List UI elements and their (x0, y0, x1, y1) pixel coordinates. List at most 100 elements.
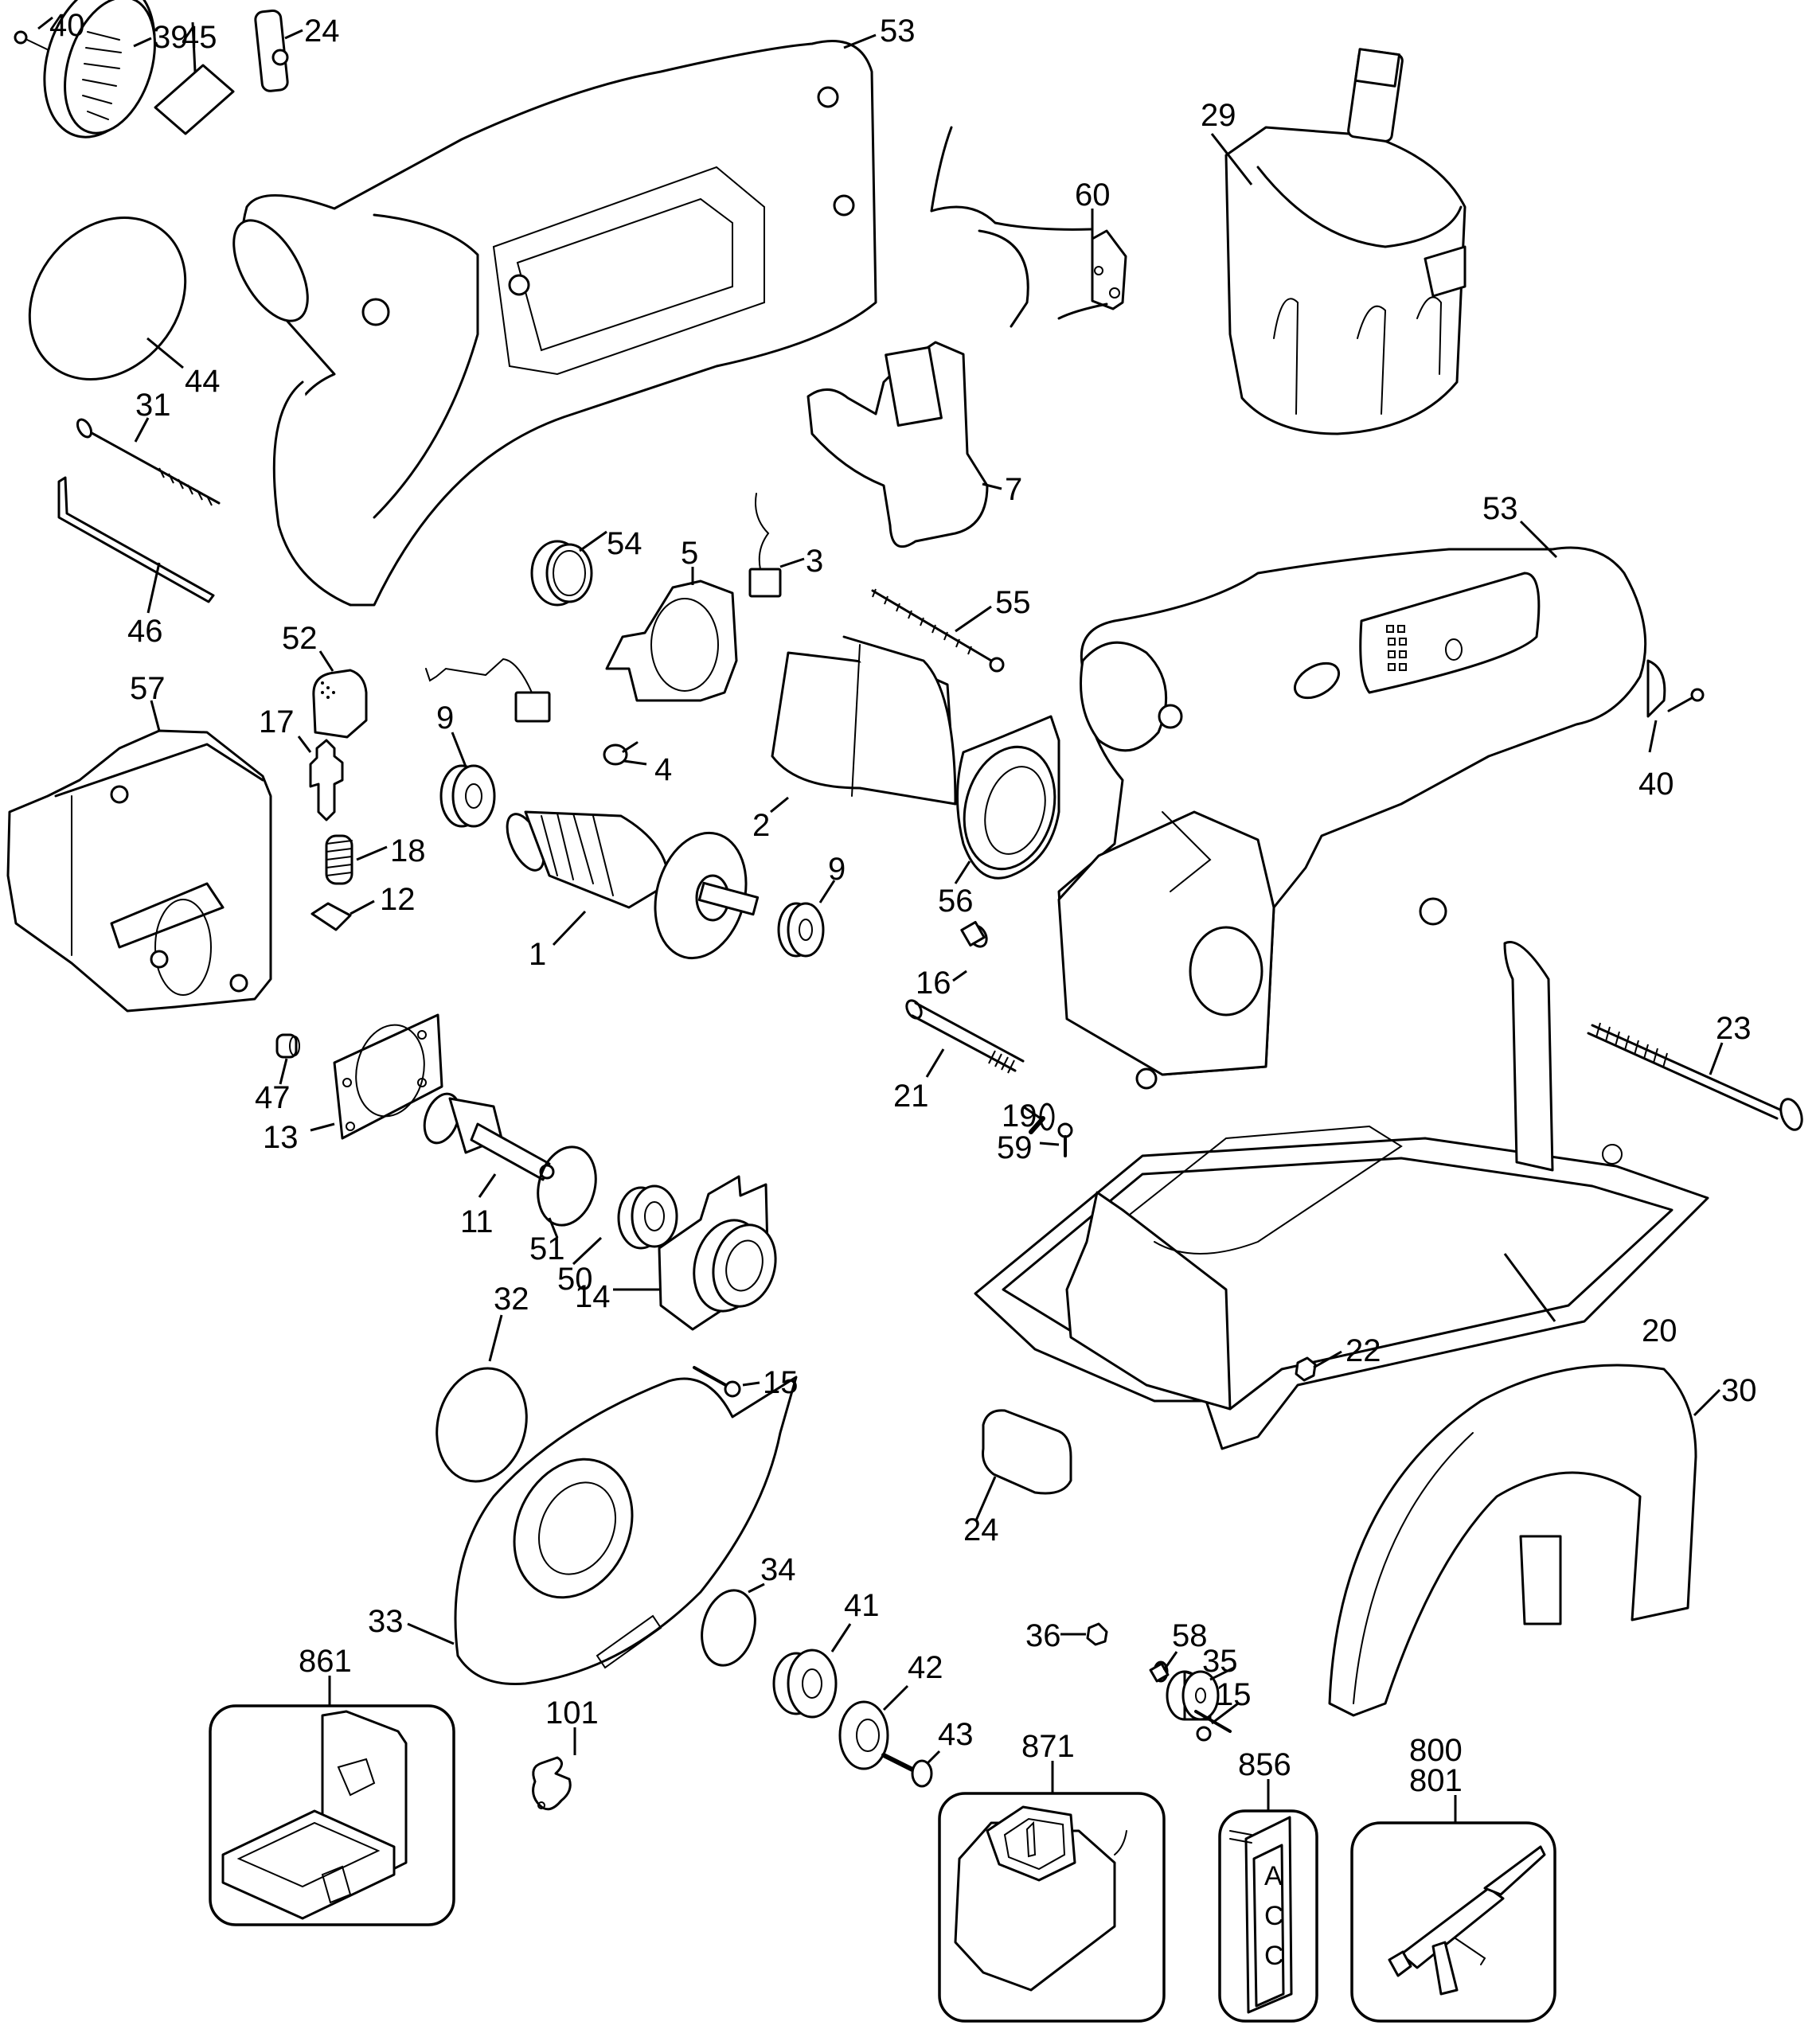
part-2-field (770, 635, 957, 814)
kit-856-accessory-card: A C C (1218, 1779, 1318, 2023)
part-34-ring (701, 1582, 765, 1667)
callout-5: 5 (681, 536, 698, 571)
part-44-oring (28, 217, 187, 380)
callout-9-bottom: 9 (828, 852, 846, 887)
callout-41: 41 (844, 1588, 880, 1623)
callout-54: 54 (607, 526, 642, 561)
part-19-bolt (1022, 1102, 1055, 1134)
part-43-blade-bolt (881, 1750, 941, 1788)
part-14-bearing-plate (613, 1175, 777, 1331)
callout-12: 12 (380, 882, 416, 917)
callout-51: 51 (529, 1231, 565, 1266)
part-13-gasket (310, 1013, 443, 1140)
callout-800: 800 (1409, 1733, 1463, 1768)
callout-1: 1 (529, 937, 546, 972)
callout-14: 14 (575, 1279, 611, 1314)
part-31-long-screw (76, 417, 221, 506)
part-4-brush-spring (603, 741, 647, 766)
part-56-baffle (954, 715, 1060, 884)
part-55-long-screw (871, 588, 1005, 673)
callout-58: 58 (1172, 1618, 1208, 1653)
callout-46: 46 (127, 614, 163, 649)
callout-18: 18 (390, 833, 426, 868)
part-9-bearing-b (777, 880, 836, 958)
callout-labels: 40 39 45 24 53 29 60 44 31 46 7 53 54 5 … (49, 8, 1757, 1798)
part-12-plate (310, 899, 375, 931)
callout-871: 871 (1021, 1729, 1075, 1764)
callout-32: 32 (494, 1282, 529, 1317)
callout-22: 22 (1345, 1333, 1381, 1368)
callout-9-top: 9 (436, 700, 454, 736)
callout-4: 4 (654, 752, 672, 787)
callout-2: 2 (752, 808, 770, 843)
callout-39: 39 (153, 20, 189, 55)
callout-21: 21 (893, 1079, 929, 1114)
callout-30: 30 (1721, 1373, 1757, 1408)
part-42-outer-flange (838, 1684, 909, 1770)
callout-44: 44 (185, 364, 221, 399)
part-18-spring (325, 834, 388, 885)
callout-42: 42 (908, 1650, 943, 1685)
callout-47: 47 (255, 1080, 291, 1115)
kit-800-801-blade-wrench (1350, 1795, 1556, 2023)
callout-34: 34 (760, 1552, 796, 1587)
callout-19: 19 (1002, 1098, 1037, 1134)
part-20-base-shoe (974, 941, 1709, 1450)
part-51-retaining-ring (537, 1145, 597, 1239)
kit-871-charger (938, 1761, 1166, 2023)
part-36-nut (1060, 1622, 1108, 1646)
part-46-hex-key (57, 476, 215, 614)
part-45-label (154, 21, 235, 135)
part-52-button-cap (312, 650, 368, 739)
callout-45: 45 (182, 20, 217, 55)
part-40-screw-right (1648, 688, 1705, 753)
part-39-fan-baffle (43, 0, 156, 139)
callout-13: 13 (263, 1120, 299, 1155)
callout-50: 50 (557, 1262, 593, 1297)
callout-29: 29 (1201, 98, 1236, 133)
part-22-nut (1295, 1350, 1342, 1382)
callout-11: 11 (460, 1204, 494, 1239)
callout-59: 59 (997, 1130, 1033, 1165)
part-23-long-bolt (1587, 1022, 1803, 1131)
callout-801: 801 (1409, 1763, 1463, 1798)
callout-36: 36 (1025, 1618, 1061, 1653)
part-17-lock-bar (297, 736, 344, 821)
part-53-housing-right (1057, 520, 1666, 1090)
part-32-spring (435, 1314, 528, 1483)
callout-24-top: 24 (304, 14, 340, 49)
part-7-switch (807, 341, 1002, 548)
part-brush-with-lead (425, 658, 551, 723)
callout-40-right: 40 (1638, 767, 1674, 802)
callout-17: 17 (259, 704, 295, 739)
callout-53-right: 53 (1482, 491, 1518, 526)
part-5-brush-holder (605, 567, 738, 702)
part-15-screw-b (1194, 1702, 1239, 1742)
callout-15-bottom: 15 (1216, 1677, 1252, 1712)
part-29-battery-pack (1210, 48, 1467, 435)
callout-101: 101 (545, 1696, 599, 1731)
callout-15-mid: 15 (763, 1365, 799, 1400)
callout-24-bottom: 24 (963, 1512, 999, 1547)
part-24-knob-bottom (974, 1409, 1072, 1521)
callout-16: 16 (916, 966, 951, 1001)
callout-3: 3 (806, 544, 823, 579)
kit-856-card-letter-2: C (1264, 1901, 1284, 1931)
callout-43: 43 (938, 1717, 974, 1752)
part-60-terminal (930, 126, 1127, 328)
callout-31: 31 (135, 388, 171, 423)
callout-60: 60 (1075, 178, 1111, 213)
kit-856-card-letter-3: C (1264, 1941, 1284, 1971)
part-16-pin (952, 920, 988, 982)
callout-20: 20 (1642, 1313, 1677, 1348)
part-9-bearing-a (439, 732, 496, 828)
part-50-bearing (572, 1184, 678, 1266)
part-47-needle-bearing (275, 1033, 300, 1085)
part-21-pivot-pin (905, 999, 1025, 1078)
part-1-armature (506, 810, 760, 960)
part-57-gear-case (6, 700, 272, 1013)
callout-23: 23 (1716, 1011, 1752, 1046)
callout-55: 55 (995, 585, 1031, 620)
part-59-screw (1039, 1122, 1073, 1157)
